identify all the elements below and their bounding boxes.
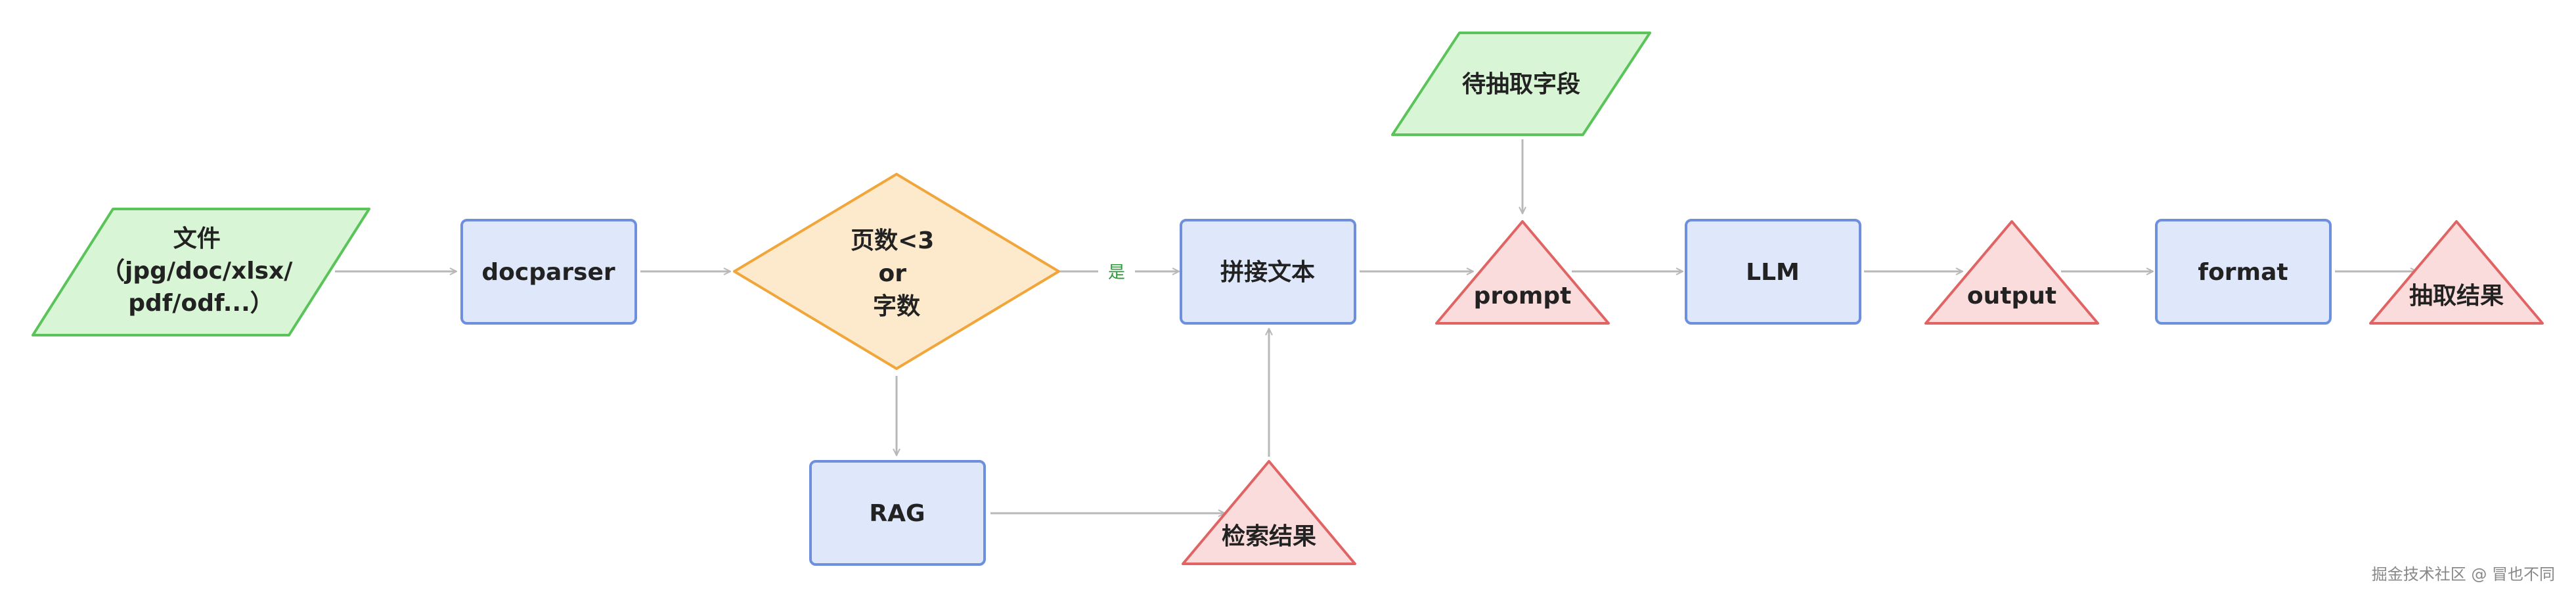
node-prompt: prompt — [1435, 220, 1610, 325]
node-output-shape — [1924, 220, 2099, 325]
node-docparser-label: docparser — [481, 259, 615, 286]
node-fields: 待抽取字段 — [1391, 32, 1651, 136]
node-concat: 拼接文本 — [1180, 219, 1356, 325]
node-file-label-line3: pdf/odf...） — [128, 290, 274, 317]
node-result: 抽取结果 — [2369, 220, 2544, 325]
node-llm: LLM — [1685, 219, 1861, 325]
node-llm-shape — [1685, 219, 1861, 325]
node-search-result-shape — [1182, 460, 1356, 565]
edges — [335, 139, 2417, 513]
node-prompt-shape — [1435, 220, 1610, 325]
node-fields-label: 待抽取字段 — [1462, 71, 1580, 98]
node-output-label: output — [1967, 283, 2056, 310]
node-search-result: 检索结果 — [1182, 460, 1356, 565]
node-prompt-label: prompt — [1474, 283, 1572, 310]
node-decision-label-line1: 页数<3 — [851, 227, 934, 254]
node-concat-shape — [1180, 219, 1356, 325]
node-rag-shape — [809, 460, 986, 566]
node-decision-label-line3: 字数 — [873, 293, 920, 320]
node-decision-shape — [733, 173, 1060, 370]
node-decision-label: 页数<3 or 字数 — [851, 227, 943, 320]
node-rag-label: RAG — [869, 500, 925, 527]
node-result-shape — [2369, 220, 2544, 325]
node-output: output — [1924, 220, 2099, 325]
node-file-label: 文件 （jpg/doc/xlsx/ pdf/odf...） — [101, 225, 301, 317]
node-concat-label: 拼接文本 — [1220, 259, 1315, 286]
node-search-result-label: 检索结果 — [1222, 523, 1316, 550]
edge-label-yes: 是 — [1108, 263, 1125, 283]
node-rag: RAG — [809, 460, 986, 566]
node-docparser-shape — [460, 219, 637, 325]
node-decision: 页数<3 or 字数 — [733, 173, 1060, 370]
node-format: format — [2155, 219, 2332, 325]
node-file-label-line1: 文件 — [173, 225, 221, 252]
node-llm-label: LLM — [1746, 259, 1800, 286]
watermark-text: 掘金技术社区 @ 冒也不同 — [2372, 565, 2555, 584]
node-file: 文件 （jpg/doc/xlsx/ pdf/odf...） — [32, 208, 370, 336]
node-format-label: format — [2198, 259, 2288, 286]
node-decision-label-line2: or — [878, 260, 906, 287]
node-fields-shape — [1391, 32, 1651, 136]
node-file-shape — [32, 208, 370, 336]
node-file-label-line2: （jpg/doc/xlsx/ — [101, 258, 293, 285]
node-docparser: docparser — [460, 219, 637, 325]
node-result-label: 抽取结果 — [2409, 283, 2504, 310]
node-format-shape — [2155, 219, 2332, 325]
